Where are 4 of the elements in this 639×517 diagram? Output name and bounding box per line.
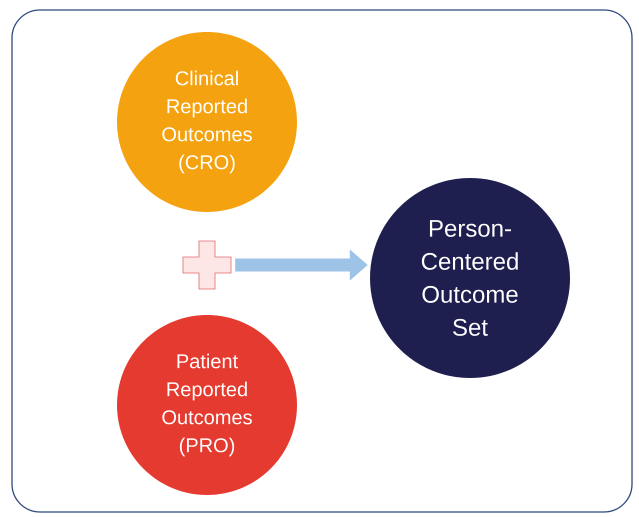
circle-node: Patient Reported Outcomes (PRO) — [117, 315, 297, 495]
circle-node: Person-Centered Outcome Set — [370, 178, 570, 378]
circle-node: Clinical Reported Outcomes (CRO) — [117, 32, 297, 212]
plus-sign — [182, 240, 232, 290]
